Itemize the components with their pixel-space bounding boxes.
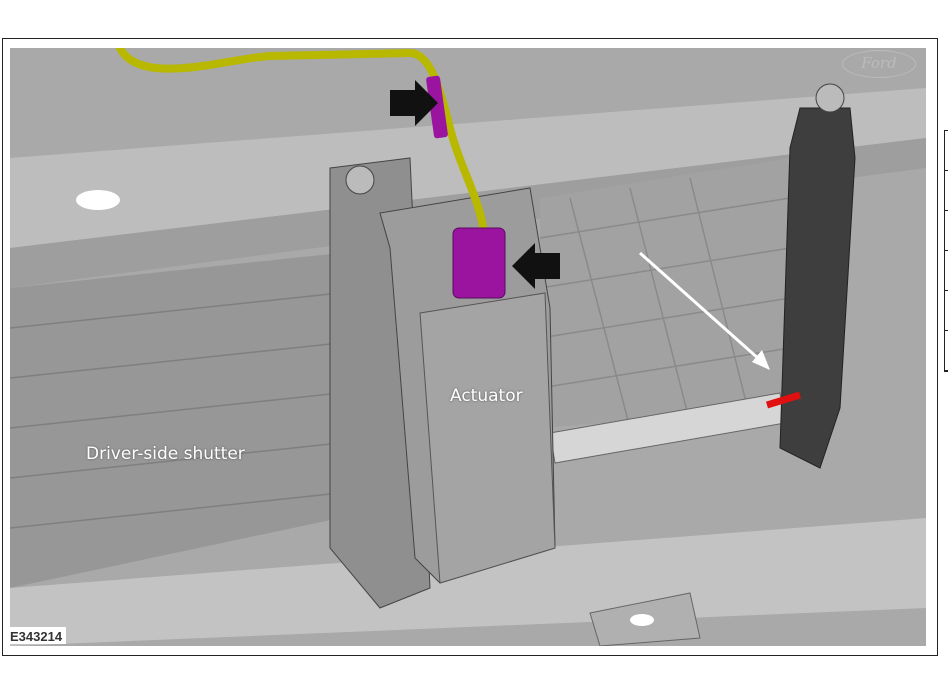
actuator-label: Actuator: [450, 386, 523, 406]
wiring-harness: [116, 48, 489, 242]
pivot: [815, 83, 845, 113]
upper-rail: [10, 88, 926, 248]
driver-side-shutter: [10, 253, 340, 588]
arrow-icon: [390, 80, 438, 126]
right-bracket: [779, 107, 856, 469]
grille-pattern-right: [539, 177, 791, 429]
side-table-fragment: [944, 130, 948, 372]
harness-clip: [426, 75, 448, 139]
figure-id: E343214: [8, 627, 67, 644]
pointer-arrowhead-icon: [752, 350, 770, 370]
lower-hole: [630, 614, 654, 626]
lower-rail: [10, 518, 926, 646]
electrical-connector: [452, 227, 506, 299]
arrow-icon: [512, 243, 560, 289]
passenger-side-grille: [540, 158, 790, 428]
grille-pattern-left: [10, 292, 341, 529]
mount-hole: [76, 190, 120, 210]
actuator-body: [419, 292, 556, 584]
pointer-line: [639, 251, 761, 362]
alignment-mark: [765, 391, 802, 409]
shutter-actuator-illustration: [10, 48, 926, 646]
driver-side-shutter-label: Driver-side shutter: [86, 444, 245, 464]
pivot-left: [345, 165, 375, 195]
ford-logo: Ford: [842, 50, 916, 78]
